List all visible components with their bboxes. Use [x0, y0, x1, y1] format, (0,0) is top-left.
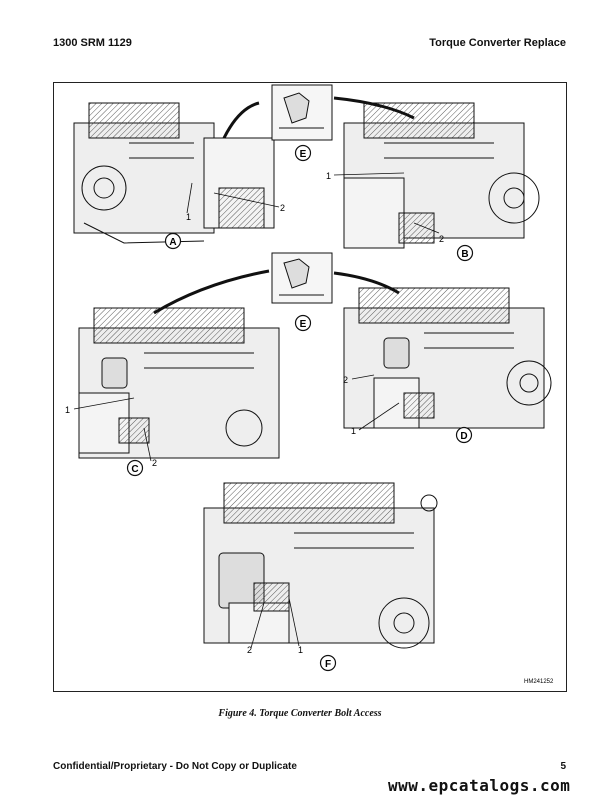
engine-view-b-drawing [343, 102, 540, 249]
callout-1-view-d: 1 [351, 426, 356, 436]
footer-confidential-notice: Confidential/Proprietary - Do Not Copy o… [53, 761, 297, 772]
view-label-e-top: E [300, 149, 307, 160]
engine-view-f-drawing [203, 482, 438, 649]
view-label-b: B [461, 249, 468, 260]
view-label-e-middle: E [300, 319, 307, 330]
callout-1-view-b: 1 [326, 171, 331, 181]
callout-1-view-c: 1 [65, 405, 70, 415]
watermark-url: www.epcatalogs.com [388, 776, 571, 795]
callout-2-view-b: 2 [439, 234, 444, 244]
header-section-title: Torque Converter Replace [429, 37, 566, 49]
figure-panel: A B C D E E F 1 2 1 2 1 2 2 1 2 1 HM [53, 82, 567, 692]
engine-illustrations: A B C D E E F 1 2 1 2 1 2 2 1 2 1 HM [65, 84, 554, 685]
callout-2-view-c: 2 [152, 458, 157, 468]
view-label-f: F [325, 659, 331, 670]
view-label-group: A B C D E E F [126, 144, 474, 672]
callout-1-view-a: 1 [186, 212, 191, 222]
figure-caption: Figure 4. Torque Converter Bolt Access [218, 708, 382, 719]
callout-2-view-a: 2 [280, 203, 285, 213]
view-label-c: C [131, 464, 138, 475]
leader-lines [73, 172, 440, 649]
callout-2-view-d: 2 [343, 375, 348, 385]
header-manual-code: 1300 SRM 1129 [53, 37, 132, 49]
engine-view-a-drawing [73, 102, 275, 244]
figure-image-code: HM241252 [524, 679, 554, 685]
view-label-a: A [169, 237, 176, 248]
callout-1-view-f: 1 [298, 645, 303, 655]
engine-view-d-drawing [343, 287, 552, 429]
callout-2-view-f: 2 [247, 645, 252, 655]
detail-inset-e-middle [153, 252, 400, 315]
callout-group: 1 2 1 2 1 2 2 1 2 1 [65, 171, 444, 655]
detail-inset-e-top [222, 84, 415, 141]
view-label-d: D [460, 431, 467, 442]
footer-page-number: 5 [560, 761, 566, 772]
engine-view-c-drawing [78, 307, 280, 459]
